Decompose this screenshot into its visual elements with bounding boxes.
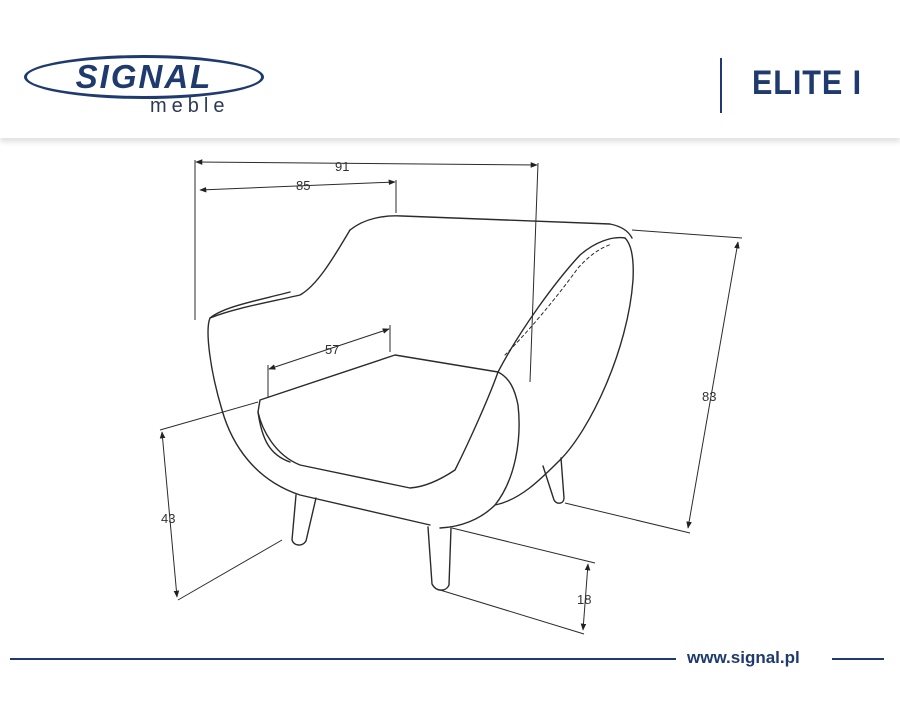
left-arm-outer (207, 229, 431, 526)
leg-front-right (427, 526, 452, 591)
seat-front-edge (257, 411, 291, 463)
header-divider (720, 58, 722, 113)
armchair-outline (207, 215, 634, 591)
left-arm-top (209, 291, 291, 319)
footer-line-right (832, 658, 884, 660)
armchair-dimension-drawing: 91 85 57 83 43 18 (0, 140, 900, 650)
dim-91 (195, 159, 538, 168)
dim-18 (580, 563, 591, 631)
model-name: ELITE I (752, 64, 863, 102)
signal-logo[interactable]: SIGNAL meble (24, 55, 268, 121)
label-83: 83 (702, 389, 716, 404)
dim-83 (686, 241, 740, 529)
dimension-lines (159, 159, 743, 635)
logo-oval (24, 55, 264, 99)
label-85: 85 (296, 178, 310, 193)
dim-43 (159, 431, 180, 598)
right-arm-seam (504, 243, 613, 356)
dim-57 (268, 328, 390, 370)
label-18: 18 (577, 592, 591, 607)
label-91: 91 (335, 159, 349, 174)
logo-subtitle: meble (150, 95, 230, 117)
dim-85 (199, 179, 396, 193)
right-arm-inner (497, 236, 626, 373)
backrest-top (349, 215, 633, 239)
footer-url-link[interactable]: www.signal.pl (687, 648, 800, 667)
header: SIGNAL meble ELITE I (0, 0, 900, 138)
seat-cushion (257, 354, 499, 489)
drawing-svg: 91 85 57 83 43 18 (159, 159, 743, 635)
label-57: 57 (325, 342, 339, 357)
leg-back-right (542, 457, 565, 504)
label-43: 43 (161, 511, 175, 526)
logo-word: SIGNAL (75, 58, 213, 95)
footer-line-left (10, 658, 676, 660)
right-arm-outer (494, 237, 634, 506)
leg-front-left (291, 494, 317, 546)
right-arm-front (439, 371, 520, 529)
